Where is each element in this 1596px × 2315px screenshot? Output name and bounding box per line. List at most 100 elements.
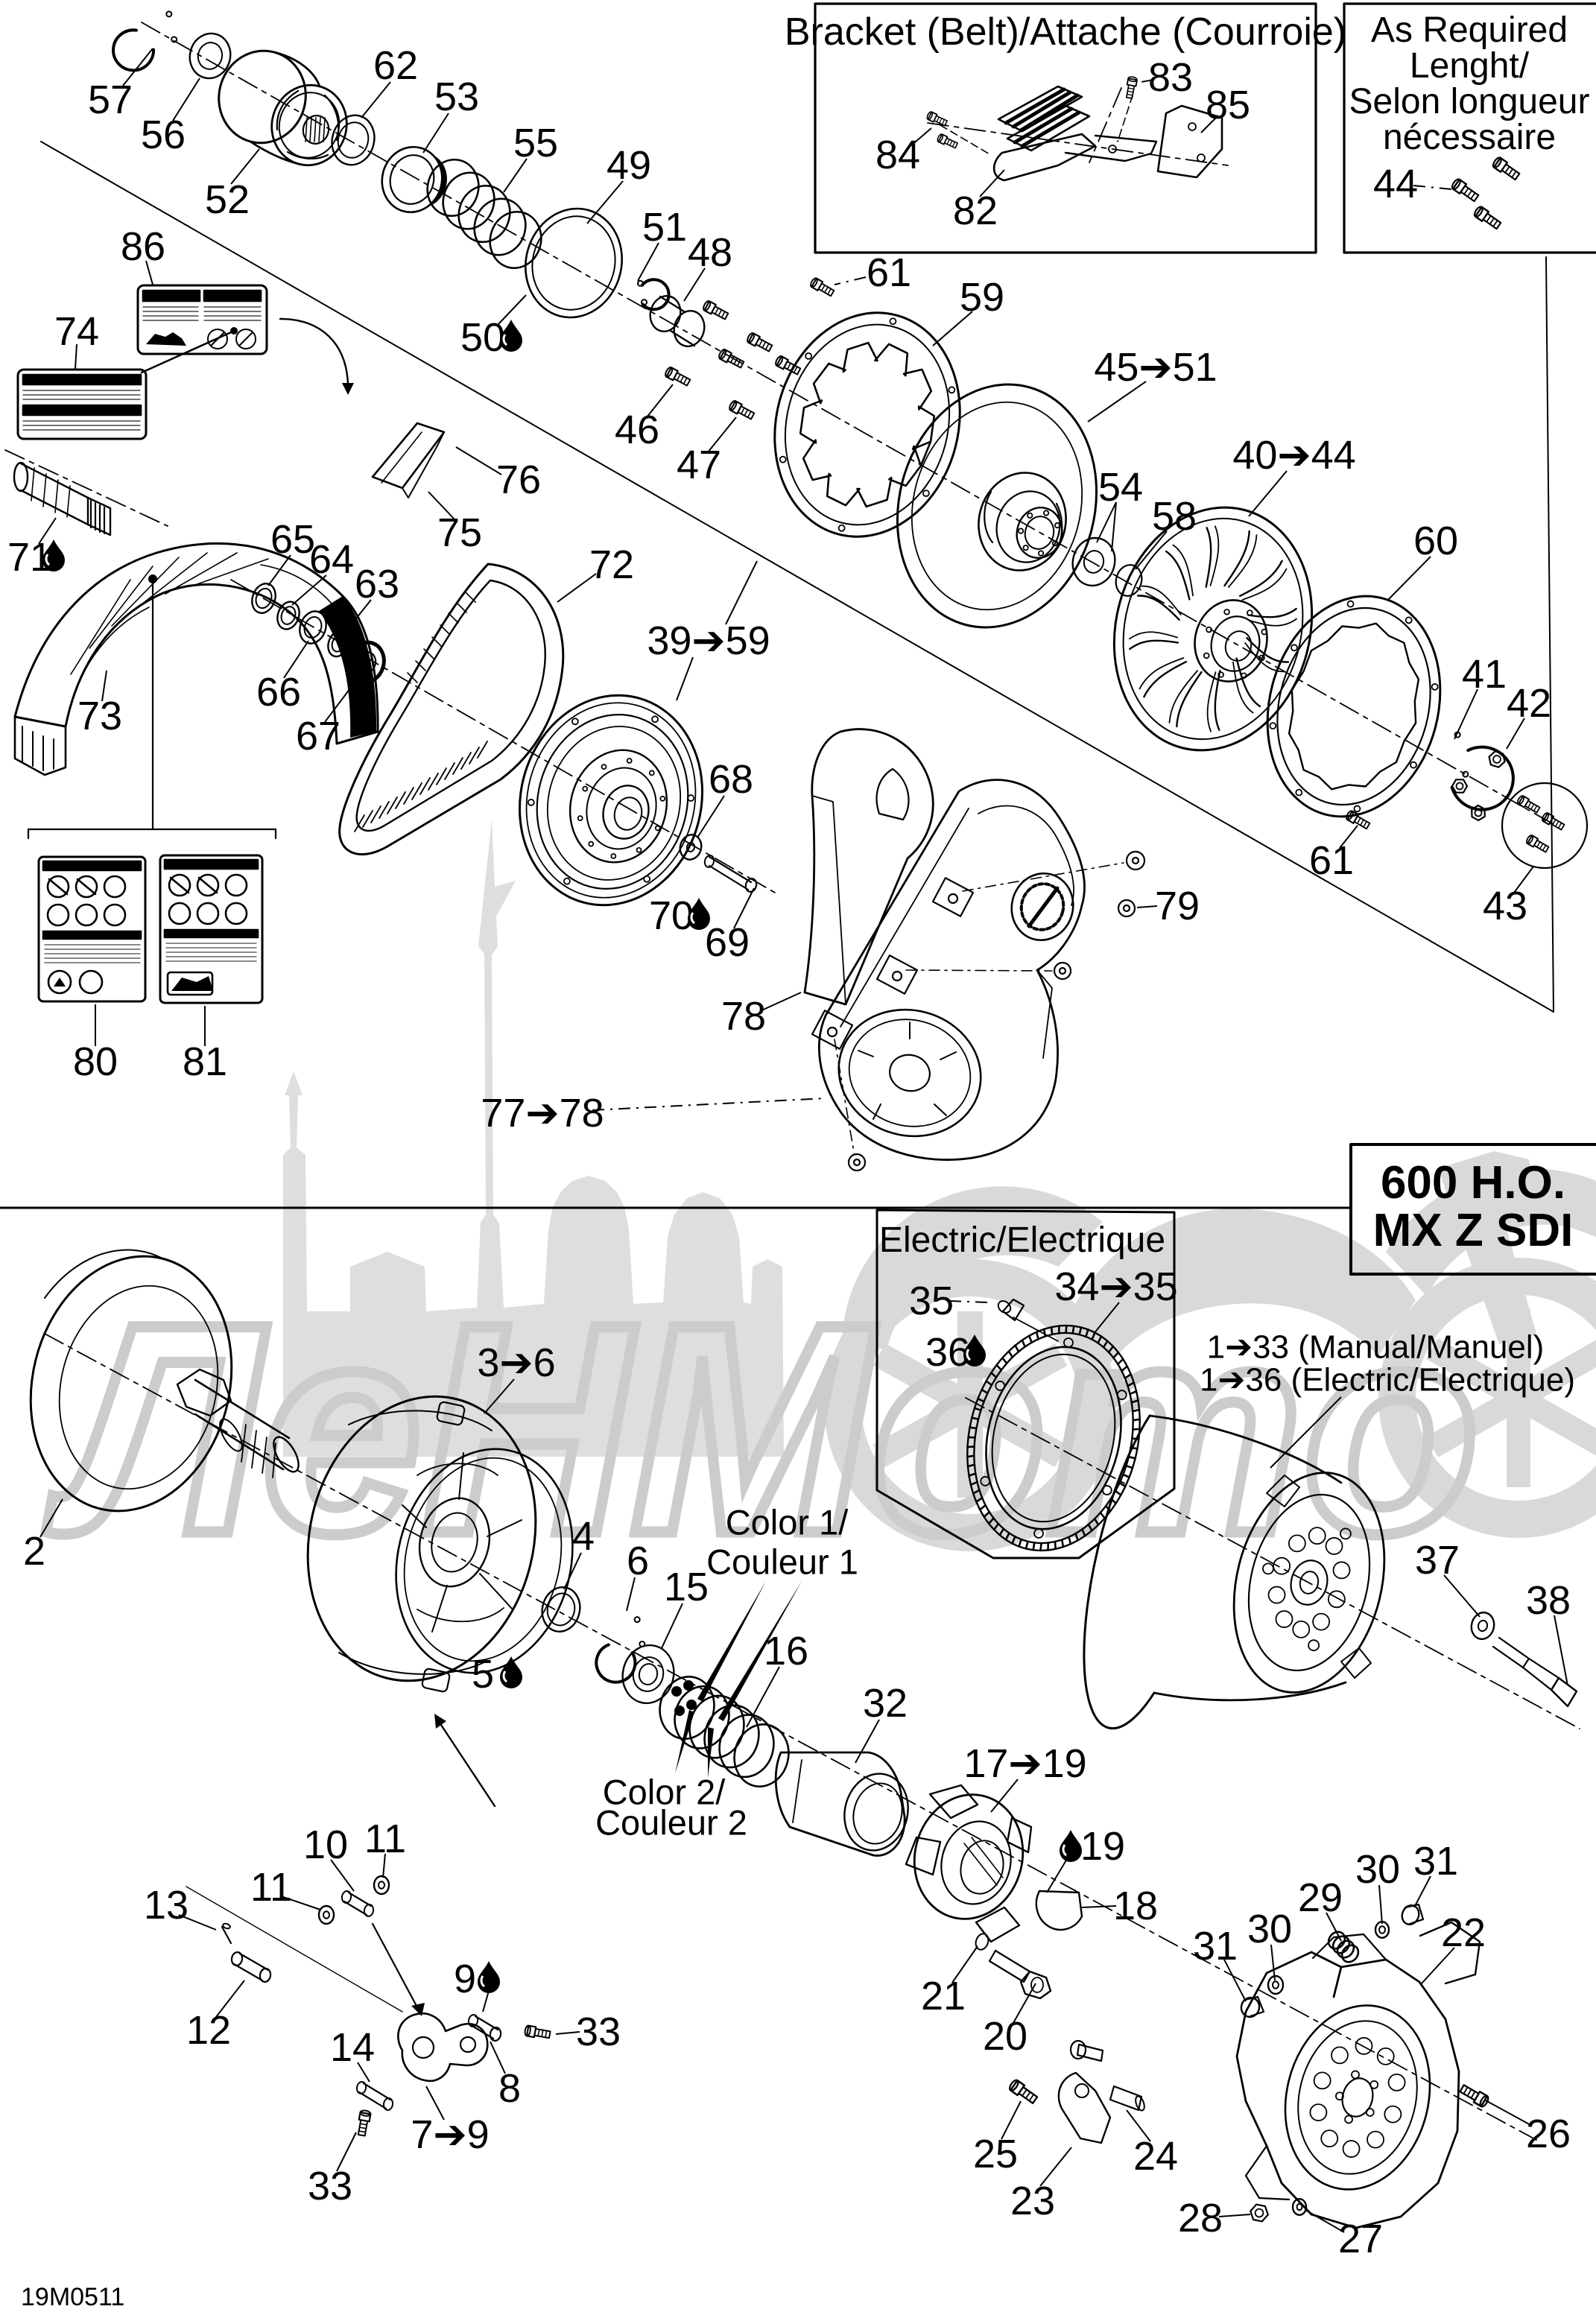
part-label-30a: 30 [1355,1847,1400,1892]
leader-line-56 [172,77,200,121]
part-label-4: 4 [572,1514,595,1559]
part-label-58: 58 [1152,494,1197,539]
part-label-69: 69 [705,920,750,965]
leader-line-26 [1483,2099,1533,2126]
leader-line-12 [215,1980,245,2018]
part-label-11a: 11 [364,1817,406,1861]
part-label-46: 46 [615,408,659,452]
warning-sticker-80 [37,855,147,1003]
leader-line-2 [39,1498,63,1538]
part-label-61a: 61 [867,250,911,295]
part-label-78: 78 [721,994,766,1039]
part-label-56: 56 [141,113,186,157]
part-label-73: 73 [77,694,122,738]
part-label-6: 6 [627,1539,649,1583]
leader-line-46 [646,384,674,418]
part-label-29: 29 [1298,1875,1343,1920]
part-label-43: 43 [1483,884,1527,928]
leader-line-35 [949,1300,988,1303]
part-label-1-36: 1➔36 (Electric/Electrique) [1200,1362,1575,1399]
leader-line-48 [683,267,706,302]
part-label-10: 10 [303,1822,348,1867]
part-label-5: 5 [472,1652,494,1697]
belt-guard-73 [13,542,379,776]
part-label-74: 74 [54,309,99,354]
part-label-26: 26 [1526,2112,1571,2156]
leader-line-23 [1039,2147,1072,2187]
part-label-31a: 31 [1413,1839,1458,1884]
as-required-line4: nécessaire [1383,118,1556,157]
part-label-79: 79 [1155,884,1200,928]
part-label-20: 20 [983,2014,1027,2059]
leader-line-57 [122,48,153,86]
part-label-54: 54 [1098,465,1143,510]
leader-line-14 [357,2062,370,2083]
leader-line-72 [557,573,597,603]
leader-line-17-19 [990,1779,1019,1813]
part-label-34-35: 34➔35 [1054,1264,1177,1309]
leader-line-7-9 [425,2086,445,2121]
leader-line-16 [746,1666,780,1728]
drive-belt-72 [338,563,565,855]
leader-line-75 [428,491,455,520]
bracket-belt-parts [940,85,1223,182]
leader-line-64 [291,574,327,606]
leader-line-33b [336,2132,357,2172]
part-label-18: 18 [1113,1884,1158,1928]
oil-droplet-highlight-70 [690,912,696,925]
part-label-52: 52 [205,177,250,222]
part-label-51: 51 [642,205,687,250]
watermark-motorcycle-silhouette [824,1151,1596,1551]
leader-line-6 [626,1577,636,1612]
bolt-20-washer-21 [975,1933,1052,2000]
part-label-48: 48 [688,230,732,275]
leader-line-65 [267,554,291,586]
lever-23-parts [1057,2039,1145,2144]
leader-line-61a [834,276,867,285]
leader-line-59 [932,311,973,346]
part-label-44: 44 [1373,162,1418,206]
oil-droplet-highlight-9 [480,1975,486,1988]
fixed-sheave-2 [29,1249,300,1513]
part-label-37: 37 [1415,1538,1460,1583]
leader-line-20 [1013,1983,1036,2024]
leader-line-62 [361,81,391,118]
drawing-code: 19M0511 [21,2283,124,2311]
part-label-59: 59 [960,275,1004,320]
part-label-41: 41 [1462,652,1507,697]
leader-line-82 [979,169,1005,197]
leader-line-39-59 [725,560,758,625]
leader-line-60 [1387,556,1431,601]
leader-line-41 [1454,688,1478,740]
part-label-40-44: 40➔44 [1232,433,1355,478]
leader-line-11a [382,1853,386,1878]
part-label-color1a: Color 1/ [726,1503,849,1542]
part-label-85: 85 [1206,83,1250,127]
warning-sticker-74 [16,327,238,440]
part-label-42: 42 [1507,681,1551,726]
part-label-7-9: 7➔9 [411,2112,489,2157]
part-label-60: 60 [1413,519,1458,563]
part-label-62: 62 [373,43,418,88]
leader-line-3-6 [484,1378,515,1414]
leader-line-37 [1443,1574,1481,1618]
leader-line-79 [1136,905,1158,908]
part-label-77-78: 77➔78 [481,1091,604,1136]
leader-line-66 [283,640,309,679]
leader-line-52 [230,148,260,185]
part-label-82: 82 [953,189,998,233]
part-label-color1b: Couleur 1 [706,1542,858,1582]
part-label-86: 86 [121,224,165,269]
part-label-68: 68 [709,757,753,802]
part-label-65: 65 [270,517,315,562]
part-label-64: 64 [309,537,354,582]
belt-teeth-upper [407,592,476,683]
part-label-11b: 11 [250,1865,292,1910]
part-label-33b: 33 [308,2164,352,2208]
leader-line-74 [75,343,77,370]
leader-line-45-51 [1087,381,1147,422]
color-pointers [675,1581,802,1778]
part-label-30b: 30 [1247,1907,1292,1951]
